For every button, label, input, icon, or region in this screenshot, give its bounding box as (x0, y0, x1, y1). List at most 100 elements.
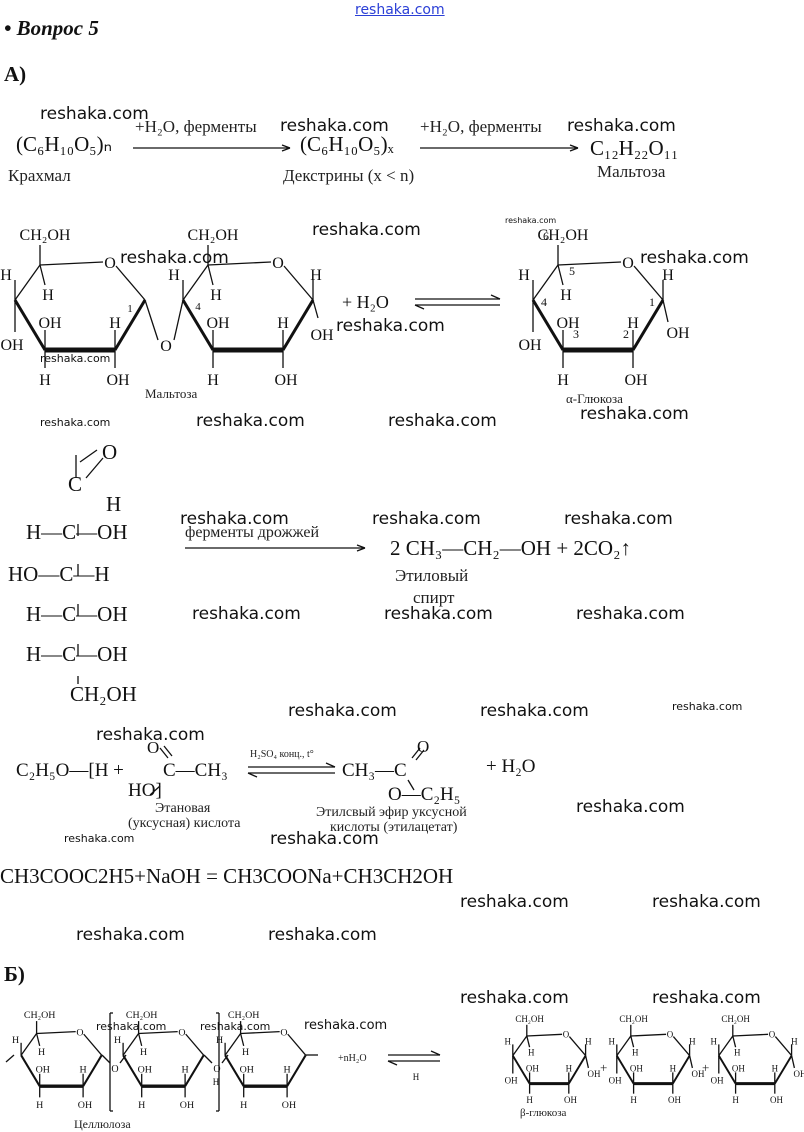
watermark: reshaka.com (40, 352, 111, 365)
glucose-caption: α-Глюкоза (566, 391, 623, 406)
h-label: H (36, 1100, 43, 1111)
h-label: H (791, 1036, 798, 1046)
bond-line (630, 1035, 635, 1048)
carbon-number: 1 (127, 303, 133, 315)
ring-bond (631, 299, 665, 351)
watermark: reshaka.com (372, 509, 481, 529)
ch2oh-label: CH₂OH (538, 227, 589, 244)
ring-bond (286, 1054, 307, 1087)
h-label: H (711, 1036, 718, 1046)
watermark: reshaka.com (40, 104, 149, 124)
ring-bond (20, 1033, 38, 1056)
ch2oh-label: CH₂OH (721, 1014, 750, 1024)
watermark: reshaka.com (460, 988, 569, 1008)
glycosidic-bond (144, 299, 159, 341)
h-label: H (38, 1047, 45, 1058)
ring-bond (182, 264, 209, 301)
h-label: H (39, 372, 51, 389)
oh-label: OH (78, 1100, 92, 1111)
ester-o: O (417, 737, 430, 756)
ch2oh-label: CH₂OH (126, 1010, 158, 1021)
reaction-arrow (281, 144, 291, 149)
h-label: H (518, 267, 530, 284)
ring-bond (615, 1055, 635, 1085)
arrow-label-2: +H₂O, ферменты (420, 117, 542, 136)
bond-line (39, 264, 46, 286)
h-label: H (240, 1100, 247, 1111)
bond-line (137, 1033, 143, 1047)
ring-bond (717, 1055, 737, 1085)
equilibrium-arrow (247, 772, 258, 778)
ring-oxygen: O (76, 1027, 83, 1038)
watermark: reshaka.com (180, 509, 289, 529)
ring-bond (36, 1030, 76, 1035)
h-label: H (662, 267, 674, 284)
ch2oh-label: CH₂OH (228, 1010, 260, 1021)
watermark: reshaka.com (388, 411, 497, 431)
h-label: H (284, 1065, 291, 1076)
watermark: reshaka.com (304, 1018, 388, 1033)
acid-ho: HO] (128, 780, 162, 801)
ch2oh-label: CH₂OH (515, 1014, 544, 1024)
ring-bond (616, 1035, 632, 1056)
question-heading: • Вопрос 5 (4, 16, 99, 40)
glycosidic-bond (173, 299, 184, 341)
ring-bond (83, 1033, 103, 1056)
oh-label: OH (505, 1076, 518, 1086)
saponification-equation: CH3COOC2H5+NaOH = CH3COONa+CH3CH2OH (0, 864, 454, 888)
carbon-number: 5 (569, 264, 575, 278)
acid-name-2: (уксусная) кислота (128, 816, 241, 831)
watermark: reshaka.com (120, 248, 229, 268)
bond-line (526, 1035, 531, 1048)
watermark: reshaka.com (96, 1020, 167, 1033)
watermark: reshaka.com (576, 604, 685, 624)
ring-oxygen: O (280, 1027, 287, 1038)
plus-water: + H₂O (342, 292, 389, 312)
ring-bond (207, 261, 272, 266)
equilibrium-arrow (387, 1060, 398, 1066)
h-label: H (732, 1095, 739, 1105)
h-label: H (80, 1065, 87, 1076)
part-b-label: Б) (4, 962, 25, 986)
h-label: H (168, 267, 180, 284)
ethanol-name-2: спирт (413, 588, 455, 607)
ring-bond (115, 265, 146, 301)
cellulose-plus-water: +nH₂O (338, 1053, 367, 1064)
bond-line (407, 779, 415, 791)
watermark: reshaka.com (64, 832, 135, 845)
watermark: reshaka.com (192, 604, 301, 624)
h-label: H (310, 267, 322, 284)
bond-line (239, 1033, 245, 1047)
maltose-name: Мальтоза (597, 162, 666, 181)
h-label: H (109, 315, 121, 332)
ring-bond (671, 1055, 691, 1085)
ring-bond (14, 264, 41, 301)
ring-oxygen: O (104, 255, 116, 272)
oh-label: OH (630, 1063, 643, 1073)
site-link[interactable]: reshaka.com (355, 2, 445, 18)
bond-line (584, 1055, 590, 1069)
oh-label: OH (770, 1095, 783, 1105)
ring-oxygen: O (622, 255, 634, 272)
h-label: H (242, 1047, 249, 1058)
oh-label: OH (138, 1065, 152, 1076)
bond-line (790, 1055, 796, 1069)
carbon-number: 2 (623, 327, 629, 341)
acid-formula: C—CH₃ (163, 760, 228, 781)
oh-label: OH (106, 372, 130, 389)
part-a-label: А) (4, 62, 27, 86)
ring-bond (122, 1054, 143, 1087)
h-label: H (213, 1077, 220, 1087)
arrow-label-1: +H₂O, ферменты (135, 117, 257, 136)
reaction-arrow (281, 147, 291, 152)
ester-formula: CH₃—C (342, 760, 407, 781)
oh-label: OH (240, 1065, 254, 1076)
watermark: reshaka.com (460, 892, 569, 912)
watermark: reshaka.com (40, 416, 111, 429)
oh-label: OH (206, 315, 230, 332)
oh-label: OH (180, 1100, 194, 1111)
ring-bond (39, 261, 104, 266)
bond-line (119, 1054, 127, 1064)
oh-label: OH (794, 1069, 804, 1079)
bond-line (221, 1054, 229, 1064)
